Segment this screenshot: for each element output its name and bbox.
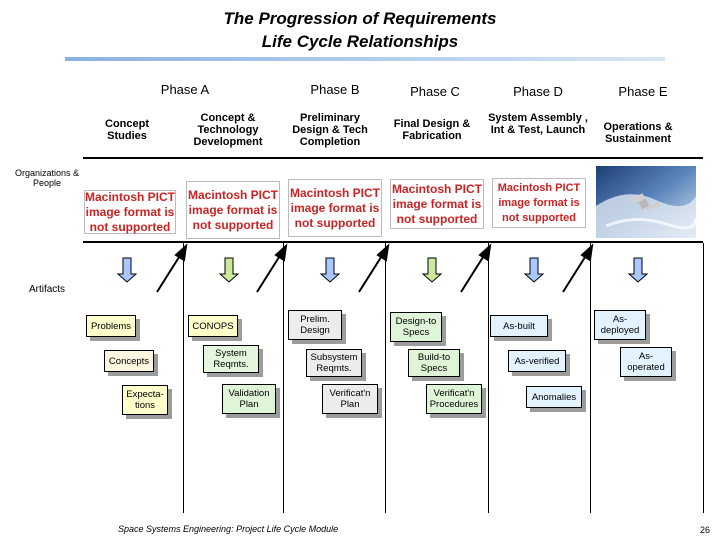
- down-arrow: [218, 257, 240, 283]
- artifact-concepts: Concepts: [104, 350, 154, 372]
- subphase-preliminary-design: Preliminary Design & Tech Completion: [292, 112, 368, 148]
- footer-module-title: Space Systems Engineering: Project Life …: [118, 524, 339, 534]
- artifact-anomalies: Anomalies: [526, 386, 582, 408]
- subphase-final-design: Final Design & Fabrication: [393, 118, 471, 142]
- pict-placeholder-d: Macintosh PICT image format is not suppo…: [492, 178, 586, 228]
- artifact-as-deployed: As- deployed: [594, 310, 646, 340]
- phase-d-label: Phase D: [513, 84, 563, 99]
- title-line-1: The Progression of Requirements: [223, 9, 497, 28]
- subphase-concept-technology: Concept & Technology Development: [193, 112, 263, 148]
- column-separator: [283, 243, 284, 513]
- artifact-subsystem-reqmts: Subsystem Reqmts.: [306, 349, 362, 377]
- pict-placeholder-c: Macintosh PICT image format is not suppo…: [390, 179, 484, 229]
- phase-a-label: Phase A: [160, 82, 210, 97]
- column-separator: [183, 243, 184, 513]
- artifact-expectations: Expecta- tions: [122, 385, 168, 415]
- pict-placeholder-b: Macintosh PICT image format is not suppo…: [288, 179, 382, 237]
- page-number: 26: [700, 525, 711, 535]
- lower-divider: [83, 241, 703, 243]
- phase-c-label: Phase C: [410, 84, 460, 99]
- artifact-verification-plan: Verificat'n Plan: [322, 384, 378, 414]
- phase-e-label: Phase E: [618, 84, 668, 99]
- organizations-label: Organizations & People: [14, 168, 80, 188]
- title-rule: [65, 57, 665, 61]
- down-arrow: [116, 257, 138, 283]
- feedback-arrow: [156, 243, 188, 293]
- feedback-arrow: [358, 243, 390, 293]
- artifact-system-reqmts: System Reqmts.: [203, 345, 259, 373]
- artifact-as-operated: As- operated: [620, 347, 672, 377]
- artifact-prelim-design: Prelim. Design: [288, 310, 342, 340]
- subphase-operations: Operations & Sustainment: [603, 121, 673, 145]
- column-separator: [703, 243, 704, 513]
- down-arrow: [319, 257, 341, 283]
- artifact-as-built: As-built: [490, 315, 548, 337]
- artifact-as-verified: As-verified: [508, 350, 566, 372]
- feedback-arrow: [562, 243, 594, 293]
- artifact-build-to-specs: Build-to Specs: [408, 349, 460, 377]
- phase-b-label: Phase B: [310, 82, 360, 97]
- satellite-photo: [596, 166, 698, 238]
- subphase-system-assembly: System Assembly , Int & Test, Launch: [488, 112, 588, 136]
- artifact-conops: CONOPS: [188, 315, 238, 337]
- artifact-verification-procedures: Verificat'n Procedures: [426, 384, 482, 414]
- artifact-design-to-specs: Design-to Specs: [390, 312, 442, 342]
- feedback-arrow: [256, 243, 288, 293]
- down-arrow: [523, 257, 545, 283]
- upper-divider: [83, 157, 703, 159]
- subphase-concept-studies: Concept Studies: [105, 118, 149, 142]
- down-arrow: [421, 257, 443, 283]
- pict-placeholder-a2: Macintosh PICT image format is not suppo…: [186, 181, 280, 239]
- artifacts-label: Artifacts: [28, 284, 66, 295]
- artifact-problems: Problems: [86, 315, 136, 337]
- column-separator: [385, 243, 386, 513]
- column-separator: [488, 243, 489, 513]
- artifact-validation-plan: Validation Plan: [222, 384, 276, 414]
- feedback-arrow: [460, 243, 492, 293]
- column-separator: [590, 243, 591, 513]
- title-line-2: Life Cycle Relationships: [261, 32, 459, 51]
- pict-placeholder-a1: Macintosh PICT image format is not suppo…: [84, 189, 176, 234]
- down-arrow: [627, 257, 649, 283]
